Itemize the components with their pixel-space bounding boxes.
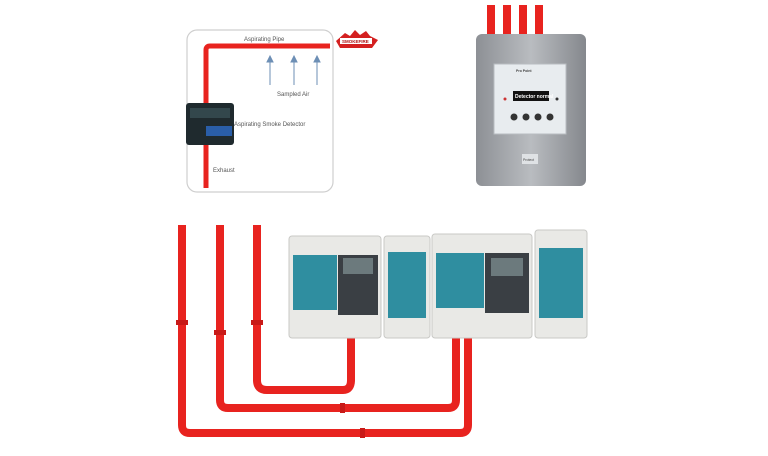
aspirating-detector-device: Pro Point Detector normal Protect	[476, 5, 586, 186]
aspirating-pipe	[203, 43, 330, 188]
device-display	[513, 91, 549, 101]
device-brand: Pro Point	[516, 69, 532, 73]
svg-text:SMOKEFIRE: SMOKEFIRE	[342, 39, 369, 44]
pipe-couplings	[176, 320, 365, 438]
display-text: Detector normal	[515, 94, 554, 100]
device-badge: Protect	[523, 158, 534, 162]
detector-panels	[288, 229, 588, 339]
sampled-air-label: Sampled Air	[277, 92, 309, 98]
device-buttons	[510, 113, 554, 121]
inlet-pipes	[487, 5, 543, 37]
air-arrows	[266, 54, 321, 85]
exhaust-label: Exhaust	[213, 168, 235, 174]
pipe-network	[178, 225, 472, 437]
smoke-detector-unit	[186, 103, 234, 145]
aspirating-pipe-label: Aspirating Pipe	[244, 37, 285, 43]
smokefire-logo: SMOKEFIRE	[336, 30, 378, 48]
detector-label: Aspirating Smoke Detector	[234, 122, 305, 128]
schematic-diagram: Aspirating Pipe Sampled Air Aspirating S…	[186, 29, 378, 193]
